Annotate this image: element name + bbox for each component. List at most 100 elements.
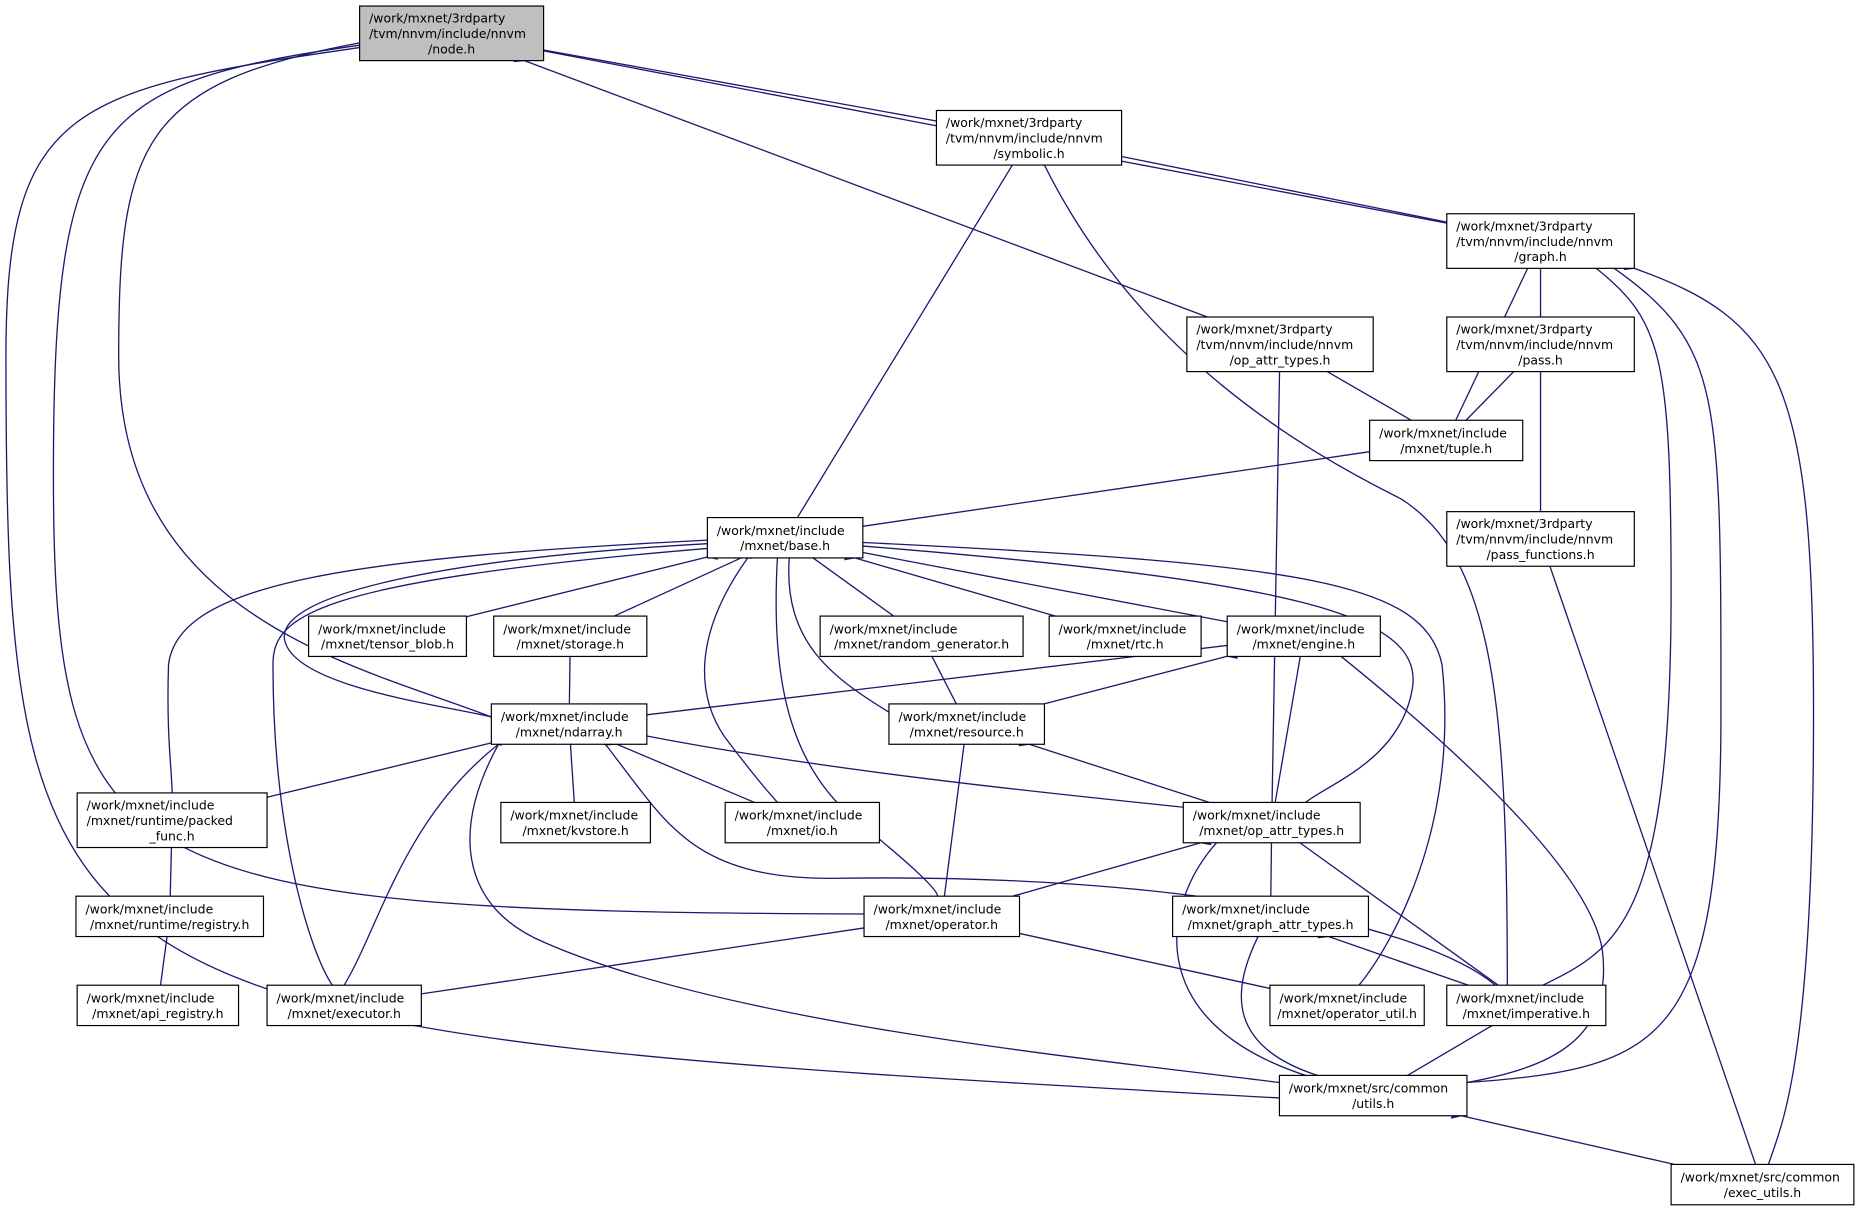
edge-op_attr_mxnet-includes-base (852, 539, 1414, 803)
node-pass[interactable]: /work/mxnet/3rdparty/tvm/nnvm/include/nn… (1446, 316, 1635, 373)
node-executor[interactable]: /work/mxnet/include/mxnet/executor.h (266, 984, 422, 1027)
node-label-line: /exec_utils.h (1724, 1185, 1801, 1200)
node-engine[interactable]: /work/mxnet/include/mxnet/engine.h (1226, 615, 1381, 658)
node-label-line: /mxnet/runtime/registry.h (90, 917, 249, 932)
edge-exec_utils-includes-pass_functions (1541, 555, 1757, 1165)
node-label-line: /work/mxnet/include (87, 798, 215, 813)
node-label-line: /work/mxnet/src/common (1289, 1081, 1448, 1096)
edge-utils-includes-engine (1330, 646, 1605, 1084)
node-op_attr_mxnet[interactable]: /work/mxnet/include/mxnet/op_attr_types.… (1182, 801, 1361, 844)
node-box (490, 703, 648, 745)
node-box (1269, 984, 1425, 1027)
node-tensor_blob[interactable]: /work/mxnet/include/mxnet/tensor_blob.h (307, 615, 468, 658)
node-base[interactable]: /work/mxnet/include/mxnet/base.h (706, 516, 864, 559)
node-label-line: /mxnet/tuple.h (1400, 441, 1492, 456)
edge-registry-includes-packed_func (166, 837, 177, 897)
node-symbolic[interactable]: /work/mxnet/3rdparty/tvm/nnvm/include/nn… (935, 109, 1123, 166)
node-storage[interactable]: /work/mxnet/include/mxnet/storage.h (493, 615, 648, 658)
node-label-line: /mxnet/runtime/packed (87, 813, 233, 828)
node-label-line: /mxnet/base.h (740, 538, 830, 553)
node-tuple[interactable]: /work/mxnet/include/mxnet/tuple.h (1369, 419, 1524, 462)
node-label-line: /mxnet/resource.h (910, 725, 1024, 740)
edge-random_generator-includes-base (802, 547, 895, 617)
node-box (1172, 895, 1370, 938)
node-box (1226, 615, 1381, 658)
node-label-line: /symbolic.h (993, 146, 1064, 161)
node-label-line: /mxnet/storage.h (517, 637, 625, 652)
edge-storage-includes-base (614, 549, 753, 617)
edge-engine-includes-base (852, 545, 1228, 623)
node-packed_func[interactable]: /work/mxnet/include/mxnet/runtime/packed… (76, 792, 268, 849)
edge-executor-includes-operator (421, 921, 875, 995)
node-label-line: /work/mxnet/3rdparty (1456, 218, 1592, 233)
node-box (307, 615, 468, 658)
node-box (724, 801, 881, 844)
edge-api_registry-includes-registry (159, 926, 174, 986)
node-io[interactable]: /work/mxnet/include/mxnet/io.h (724, 801, 881, 844)
node-resource[interactable]: /work/mxnet/include/mxnet/resource.h (888, 703, 1046, 745)
node-label-line: /mxnet/operator_util.h (1277, 1006, 1417, 1021)
node-rtc[interactable]: /work/mxnet/include/mxnet/rtc.h (1048, 615, 1202, 658)
node-box (706, 516, 864, 559)
edge-op_attr_mxnet-includes-op_attr_nnvm (1271, 361, 1286, 803)
edge-packed_func-includes-base (167, 534, 718, 793)
edge-utils-includes-node (5, 40, 1280, 1099)
edge-operator_util-includes-operator (1008, 926, 1271, 990)
node-label-line: /work/mxnet/include (1059, 621, 1187, 636)
node-random_generator[interactable]: /work/mxnet/include/mxnet/random_generat… (819, 615, 1024, 658)
node-imperative[interactable]: /work/mxnet/include/mxnet/imperative.h (1446, 984, 1607, 1027)
node-label-line: /mxnet/engine.h (1252, 637, 1355, 652)
node-node[interactable]: /work/mxnet/3rdparty/tvm/nnvm/include/nn… (359, 5, 545, 62)
node-box (863, 895, 1021, 938)
node-ndarray[interactable]: /work/mxnet/include/mxnet/ndarray.h (490, 703, 648, 745)
node-label-line: /work/mxnet/include (1237, 621, 1365, 636)
node-label-line: /tvm/nnvm/include/nnvm (1456, 532, 1613, 547)
node-label-line: /graph.h (1514, 249, 1567, 264)
node-label-line: /work/mxnet/3rdparty (946, 115, 1082, 130)
edge-op_attr_mxnet-includes-resource (1018, 736, 1210, 804)
node-operator_util[interactable]: /work/mxnet/include/mxnet/operator_util.… (1269, 984, 1425, 1027)
node-api_registry[interactable]: /work/mxnet/include/mxnet/api_registry.h (76, 984, 240, 1027)
edge-graph-includes-symbolic (1111, 149, 1447, 223)
node-label-line: /work/mxnet/3rdparty (1456, 322, 1592, 337)
node-label-line: /tvm/nnvm/include/nnvm (1456, 234, 1613, 249)
node-box (1446, 511, 1635, 567)
node-label-line: /work/mxnet/include (1193, 808, 1321, 823)
node-box (1278, 1074, 1468, 1117)
edge-imperative-includes-graph (1542, 258, 1672, 986)
node-operator[interactable]: /work/mxnet/include/mxnet/operator.h (863, 895, 1021, 938)
node-label-line: /work/mxnet/3rdparty (369, 11, 505, 26)
node-box (500, 801, 651, 844)
node-label-line: /work/mxnet/include (318, 621, 446, 636)
node-label-line: /work/mxnet/include (501, 709, 629, 724)
node-graph_attr_types[interactable]: /work/mxnet/include/mxnet/graph_attr_typ… (1172, 895, 1370, 938)
node-pass_functions[interactable]: /work/mxnet/3rdparty/tvm/nnvm/include/nn… (1446, 511, 1635, 567)
edge-io-includes-base (703, 547, 778, 803)
node-kvstore[interactable]: /work/mxnet/include/mxnet/kvstore.h (500, 801, 651, 844)
edge-ndarray-includes-base (283, 537, 718, 718)
node-exec_utils[interactable]: /work/mxnet/src/common/exec_utils.h (1670, 1163, 1855, 1206)
node-box (1446, 213, 1635, 269)
edge-operator_util-includes-base (852, 536, 1446, 986)
node-label-line: /mxnet/io.h (767, 823, 838, 838)
edges (5, 35, 1815, 1166)
node-label-line: /work/mxnet/include (510, 808, 638, 823)
node-label-line: /mxnet/executor.h (287, 1006, 401, 1021)
node-op_attr_nnvm[interactable]: /work/mxnet/3rdparty/tvm/nnvm/include/nn… (1186, 316, 1374, 373)
node-label-line: _func.h (149, 828, 195, 843)
node-utils[interactable]: /work/mxnet/src/common/utils.h (1278, 1074, 1468, 1117)
node-graph[interactable]: /work/mxnet/3rdparty/tvm/nnvm/include/nn… (1446, 213, 1635, 269)
edge-base-includes-symbolic (796, 154, 1022, 518)
node-box (1182, 801, 1361, 844)
node-box (75, 895, 265, 938)
node-label-line: /op_attr_types.h (1230, 352, 1331, 367)
node-label-line: /mxnet/imperative.h (1463, 1006, 1590, 1021)
edge-operator-includes-op_attr_mxnet (1012, 835, 1212, 897)
node-label-line: /mxnet/api_registry.h (92, 1006, 223, 1021)
node-label-line: /mxnet/op_attr_types.h (1199, 823, 1344, 838)
node-box (1446, 984, 1607, 1027)
node-label-line: /pass.h (1518, 352, 1563, 367)
node-registry[interactable]: /work/mxnet/include/mxnet/runtime/regist… (75, 895, 265, 938)
edge-op_attr_nnvm-includes-node (513, 52, 1208, 318)
node-label-line: /tvm/nnvm/include/nnvm (369, 26, 526, 41)
